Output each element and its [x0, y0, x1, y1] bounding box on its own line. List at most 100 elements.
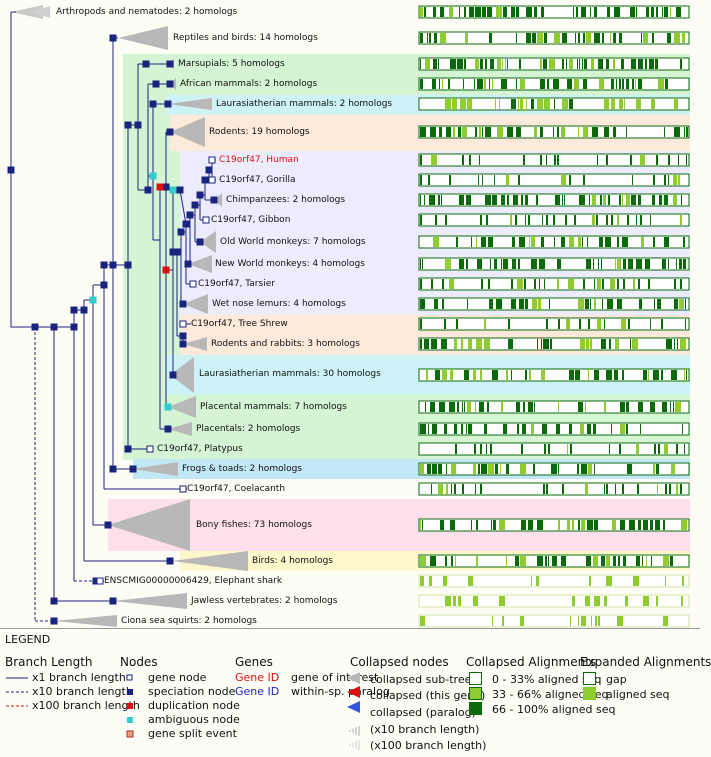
leaf-label[interactable]: Chimpanzees: 2 homologs — [226, 195, 346, 205]
leaf-label-gene-of-interest[interactable]: C19orf47, Human — [219, 155, 299, 165]
alignment-segment — [549, 299, 550, 309]
leaf-label[interactable]: C19orf47, Gibbon — [211, 215, 291, 225]
alignment-segment — [652, 195, 655, 205]
branch-length-item: x100 branch length — [32, 699, 140, 712]
alignment-segment — [557, 155, 559, 165]
alignment-segment — [587, 237, 588, 247]
alignment-segment — [459, 7, 460, 17]
alignment-segment — [465, 33, 468, 43]
gene-node — [189, 280, 197, 288]
alignment-segment — [526, 33, 531, 43]
alignment-segment — [430, 127, 436, 137]
align-low-icon — [469, 672, 482, 685]
collapsed-subtree-icon — [172, 551, 248, 571]
leaf-label[interactable]: C19orf47, Gorilla — [219, 175, 296, 185]
alignment-segment — [596, 215, 598, 225]
ambiguous-node — [89, 296, 97, 304]
alignment-segment — [531, 237, 535, 247]
alignment-segment — [467, 99, 472, 109]
alignment-segment — [612, 520, 616, 530]
alignment-segment — [464, 402, 465, 412]
leaf-label[interactable]: African mammals: 2 homologs — [180, 79, 318, 89]
alignment-segment — [451, 464, 456, 474]
leaf-label[interactable]: Laurasiatherian mammals: 30 homologs — [199, 369, 381, 379]
alignment-segment — [561, 175, 566, 185]
leaf-label[interactable]: Rodents: 19 homologs — [209, 127, 310, 137]
speciation-node — [166, 60, 174, 68]
alignment-segment — [537, 339, 538, 349]
alignment-segment — [443, 576, 447, 586]
alignment-segment — [445, 259, 451, 269]
alignment-segment — [441, 195, 442, 205]
leaf-label[interactable]: Placentals: 2 homologs — [196, 424, 301, 434]
alignment-segment — [569, 237, 574, 247]
alignment-segment — [456, 237, 458, 247]
alignment-segment — [516, 402, 520, 412]
alignment-segment — [681, 520, 687, 530]
alignment-segment — [519, 237, 525, 247]
alignment-strip — [418, 277, 690, 291]
alignment-segment — [422, 259, 423, 269]
alignment-segment — [602, 299, 603, 309]
alignment-segment — [587, 424, 591, 434]
leaf-label[interactable]: Bony fishes: 73 homologs — [196, 520, 312, 530]
alignment-segment — [446, 484, 448, 494]
alignment-segment — [629, 520, 635, 530]
leaf-label[interactable]: Frogs & toads: 2 homologs — [182, 464, 302, 474]
alignment-segment — [424, 7, 426, 17]
alignment-segment — [519, 59, 521, 69]
alignment-segment — [655, 520, 660, 530]
alignment-segment — [489, 299, 493, 309]
leaf-label[interactable]: Old World monkeys: 7 homologs — [220, 237, 366, 247]
alignment-segment — [494, 259, 497, 269]
alignment-segment — [516, 127, 521, 137]
leaf-label[interactable]: Arthropods and nematodes: 2 homologs — [56, 7, 238, 17]
leaf-label[interactable]: Rodents and rabbits: 3 homologs — [211, 339, 360, 349]
speciation-node — [210, 196, 218, 204]
alignment-segment — [480, 444, 482, 454]
leaf-label[interactable]: Reptiles and birds: 14 homologs — [173, 33, 318, 43]
alignment-segment — [676, 484, 678, 494]
alignment-segment — [420, 319, 422, 329]
alignment-segment — [636, 259, 642, 269]
alignment-segment — [585, 484, 588, 494]
leaf-label[interactable]: C19orf47, Coelacanth — [187, 484, 286, 494]
ambiguous-node-icon — [127, 717, 133, 723]
leaf-label[interactable]: Ciona sea squirts: 2 homologs — [121, 616, 257, 626]
alignment-segment — [649, 59, 654, 69]
leaf-label[interactable]: Wet nose lemurs: 4 homologs — [212, 299, 346, 309]
leaf-label[interactable]: C19orf47, Tarsier — [198, 279, 275, 289]
alignment-segment — [678, 175, 680, 185]
alignment-segment — [619, 444, 621, 454]
gene-id-red-label: Gene ID — [235, 671, 280, 684]
collapsed-subtree-icon — [168, 98, 212, 110]
alignment-segment — [420, 556, 426, 566]
leaf-label[interactable]: C19orf47, Platypus — [157, 444, 243, 454]
gene-node-icon — [126, 674, 133, 681]
alignment-segment — [586, 556, 591, 566]
alignment-segment — [517, 424, 519, 434]
alignment-segment — [475, 7, 481, 17]
speciation-node — [109, 465, 117, 473]
leaf-label[interactable]: Placental mammals: 7 homologs — [200, 402, 347, 412]
alignment-segment — [479, 127, 481, 137]
leaf-label[interactable]: C19orf47, Tree Shrew — [191, 319, 288, 329]
alignment-segment — [617, 279, 619, 289]
alignment-segment — [507, 127, 513, 137]
alignment-segment — [683, 259, 686, 269]
speciation-node — [164, 425, 172, 433]
alignment-segment — [520, 99, 523, 109]
alignment-segment — [492, 616, 493, 626]
collapsed-subtree-icon — [170, 117, 205, 147]
leaf-label[interactable]: Laurasiatherian mammals: 2 homologs — [216, 99, 393, 109]
leaf-label[interactable]: Jawless vertebrates: 2 homologs — [191, 596, 338, 606]
leaf-label[interactable]: Birds: 4 homologs — [252, 556, 333, 566]
alignment-segment — [506, 464, 509, 474]
leaf-label[interactable]: New World monkeys: 4 homologs — [215, 259, 365, 269]
alignment-segment — [511, 99, 516, 109]
alignment-segment — [602, 279, 604, 289]
alignment-segment — [606, 155, 608, 165]
leaf-label[interactable]: ENSCMIG00000006429, Elephant shark — [104, 576, 283, 586]
leaf-label[interactable]: Marsupials: 5 homologs — [178, 59, 285, 69]
collapsed-x10-icon — [349, 726, 360, 736]
